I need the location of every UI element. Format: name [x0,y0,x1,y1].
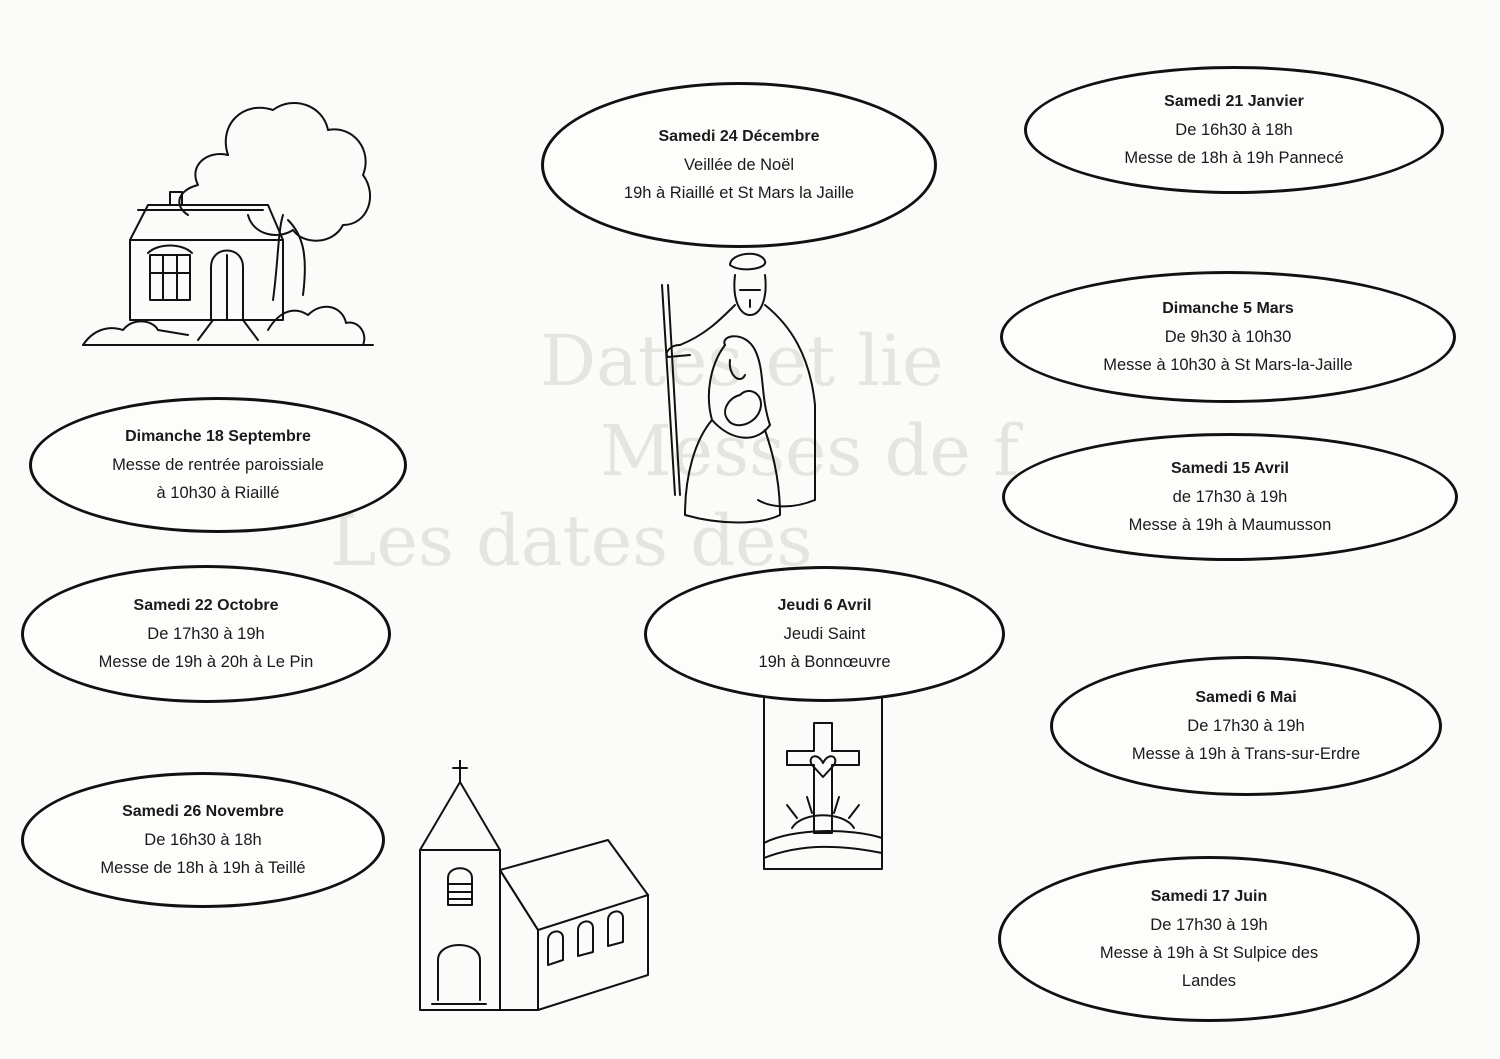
event-jun17: Samedi 17 Juin De 17h30 à 19h Messe à 19… [998,856,1420,1022]
event-title: Samedi 17 Juin [1150,888,1268,905]
event-title: Samedi 26 Novembre [122,803,284,820]
event-line: De 16h30 à 18h [1175,121,1293,139]
event-line: De 9h30 à 10h30 [1164,328,1292,346]
event-line: Messe de 18h à 19h à Teillé [100,859,306,877]
event-line: 19h à Bonnœuvre [758,653,891,671]
event-title: Samedi 21 Janvier [1164,93,1304,110]
event-line: Veillée de Noël [683,156,795,174]
event-line: Messe à 19h à Maumusson [1128,516,1332,534]
house-icon [82,101,374,346]
event-line: Landes [1181,972,1237,990]
event-line: de 17h30 à 19h [1172,488,1288,506]
event-may6: Samedi 6 Mai De 17h30 à 19h Messe à 19h … [1050,656,1442,796]
event-line: à 10h30 à Riaillé [156,484,280,502]
event-mar5: Dimanche 5 Mars De 9h30 à 10h30 Messe à … [1000,271,1456,403]
event-apr15: Samedi 15 Avril de 17h30 à 19h Messe à 1… [1002,433,1458,561]
event-title: Samedi 24 Décembre [658,128,820,145]
event-line: Messe de rentrée paroissiale [112,456,324,474]
event-line: 19h à Riaillé et St Mars la Jaille [623,184,855,202]
holy-family-icon [661,252,816,524]
event-line: Jeudi Saint [783,625,866,643]
event-title: Jeudi 6 Avril [777,597,872,614]
cross-icon [763,694,883,870]
event-line: De 17h30 à 19h [1187,717,1305,735]
event-title: Samedi 22 Octobre [133,597,279,614]
holy-family-illustration [650,245,825,530]
cross-illustration [762,693,884,871]
event-dec24: Samedi 24 Décembre Veillée de Noël 19h à… [541,82,937,248]
event-oct22: Samedi 22 Octobre De 17h30 à 19h Messe d… [21,565,391,703]
event-nov26: Samedi 26 Novembre De 16h30 à 18h Messe … [21,772,385,908]
event-title: Samedi 6 Mai [1195,689,1297,706]
event-line: Messe à 19h à Trans-sur-Erdre [1131,745,1361,763]
house-illustration [78,95,378,355]
event-line: De 17h30 à 19h [1150,916,1268,934]
church-icon [419,760,649,1011]
event-apr6: Jeudi 6 Avril Jeudi Saint 19h à Bonnœuvr… [644,566,1005,702]
event-sep18: Dimanche 18 Septembre Messe de rentrée p… [29,397,407,533]
event-line: Messe à 10h30 à St Mars-la-Jaille [1103,356,1353,374]
event-line: Messe à 19h à St Sulpice des [1099,944,1319,962]
event-title: Dimanche 5 Mars [1162,300,1294,317]
event-title: Samedi 15 Avril [1171,460,1289,477]
event-jan21: Samedi 21 Janvier De 16h30 à 18h Messe d… [1024,66,1444,194]
event-title: Dimanche 18 Septembre [125,428,311,445]
event-line: Messe de 18h à 19h Pannecé [1124,149,1344,167]
event-line: De 16h30 à 18h [144,831,262,849]
event-line: De 17h30 à 19h [147,625,265,643]
event-line: Messe de 19h à 20h à Le Pin [98,653,314,671]
church-illustration [408,760,658,1025]
